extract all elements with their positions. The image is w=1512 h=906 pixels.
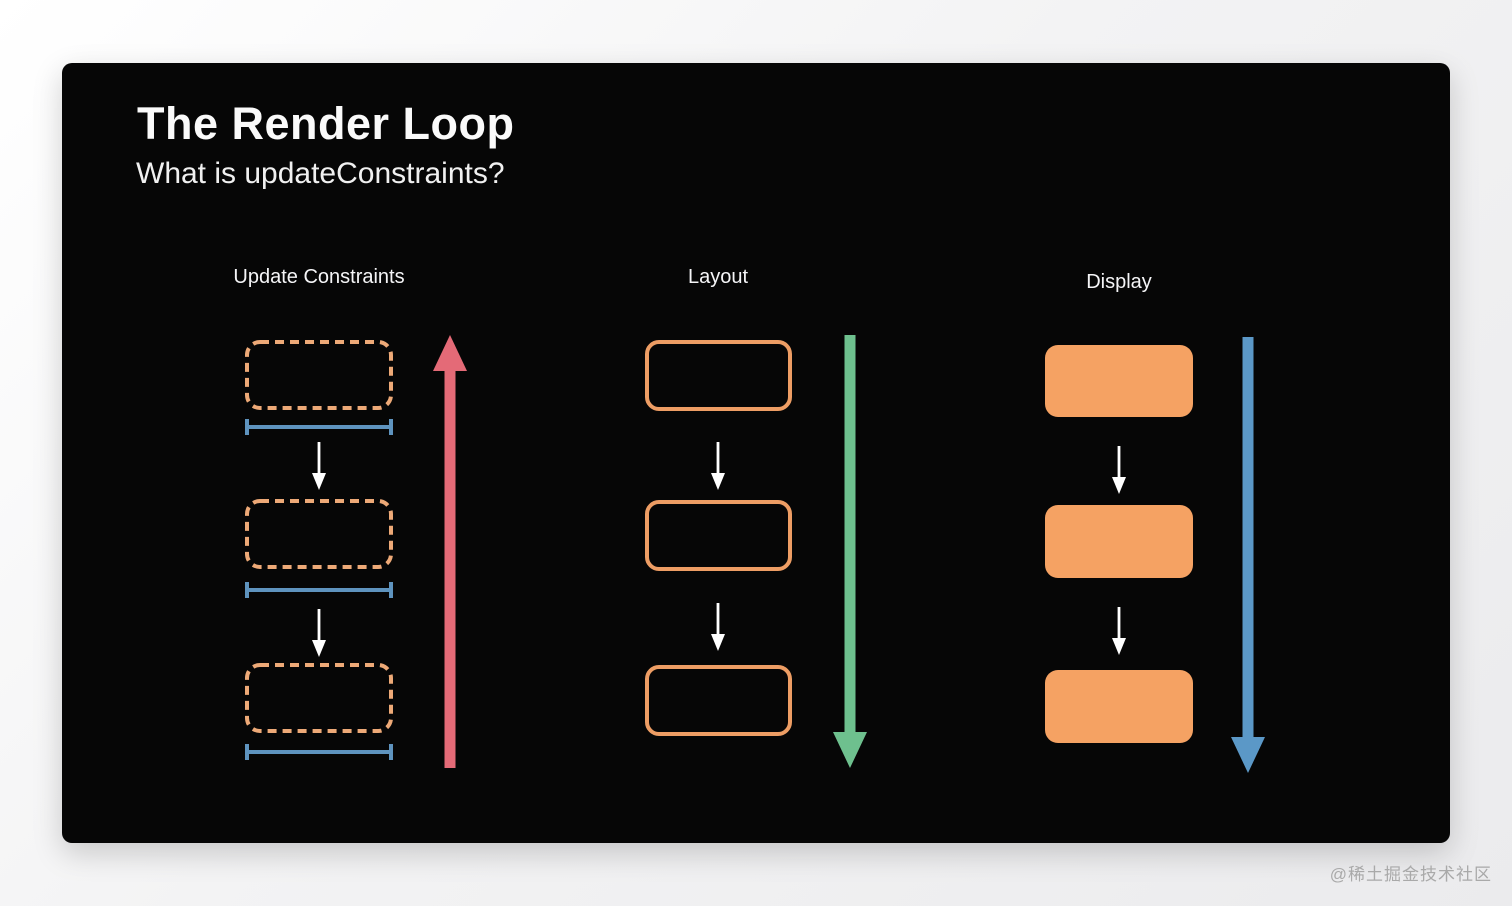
slide-subtitle: What is updateConstraints?: [136, 157, 505, 190]
filled-view-box: [1045, 345, 1193, 417]
outline-view-box: [645, 500, 792, 571]
column-header-display: Display: [1086, 271, 1152, 293]
update-constraints-up-arrow: [433, 335, 467, 768]
layout-down-arrow: [833, 335, 867, 768]
filled-view-box: [1045, 505, 1193, 578]
slide-title: The Render Loop: [137, 98, 515, 149]
outline-view-box: [645, 665, 792, 736]
width-measurement-line: [245, 744, 393, 760]
outline-view-box: [645, 340, 792, 411]
width-measurement-line: [245, 582, 393, 598]
column-header-layout: Layout: [687, 266, 749, 288]
down-arrow-icon: [711, 603, 725, 651]
column-header-update-constraints: Update Constraints: [233, 266, 405, 288]
down-arrow-icon: [711, 442, 725, 490]
slide: The Render Loop What is updateConstraint…: [62, 63, 1450, 843]
down-arrow-icon: [312, 609, 326, 657]
down-arrow-icon: [312, 442, 326, 490]
dashed-view-box: [245, 340, 393, 410]
dashed-view-box: [245, 663, 393, 733]
down-arrow-icon: [1112, 607, 1126, 655]
width-measurement-line: [245, 419, 393, 435]
down-arrow-icon: [1112, 446, 1126, 494]
dashed-view-box: [245, 499, 393, 569]
watermark: @稀土掘金技术社区: [1329, 865, 1492, 884]
filled-view-box: [1045, 670, 1193, 743]
display-down-arrow: [1231, 337, 1265, 773]
